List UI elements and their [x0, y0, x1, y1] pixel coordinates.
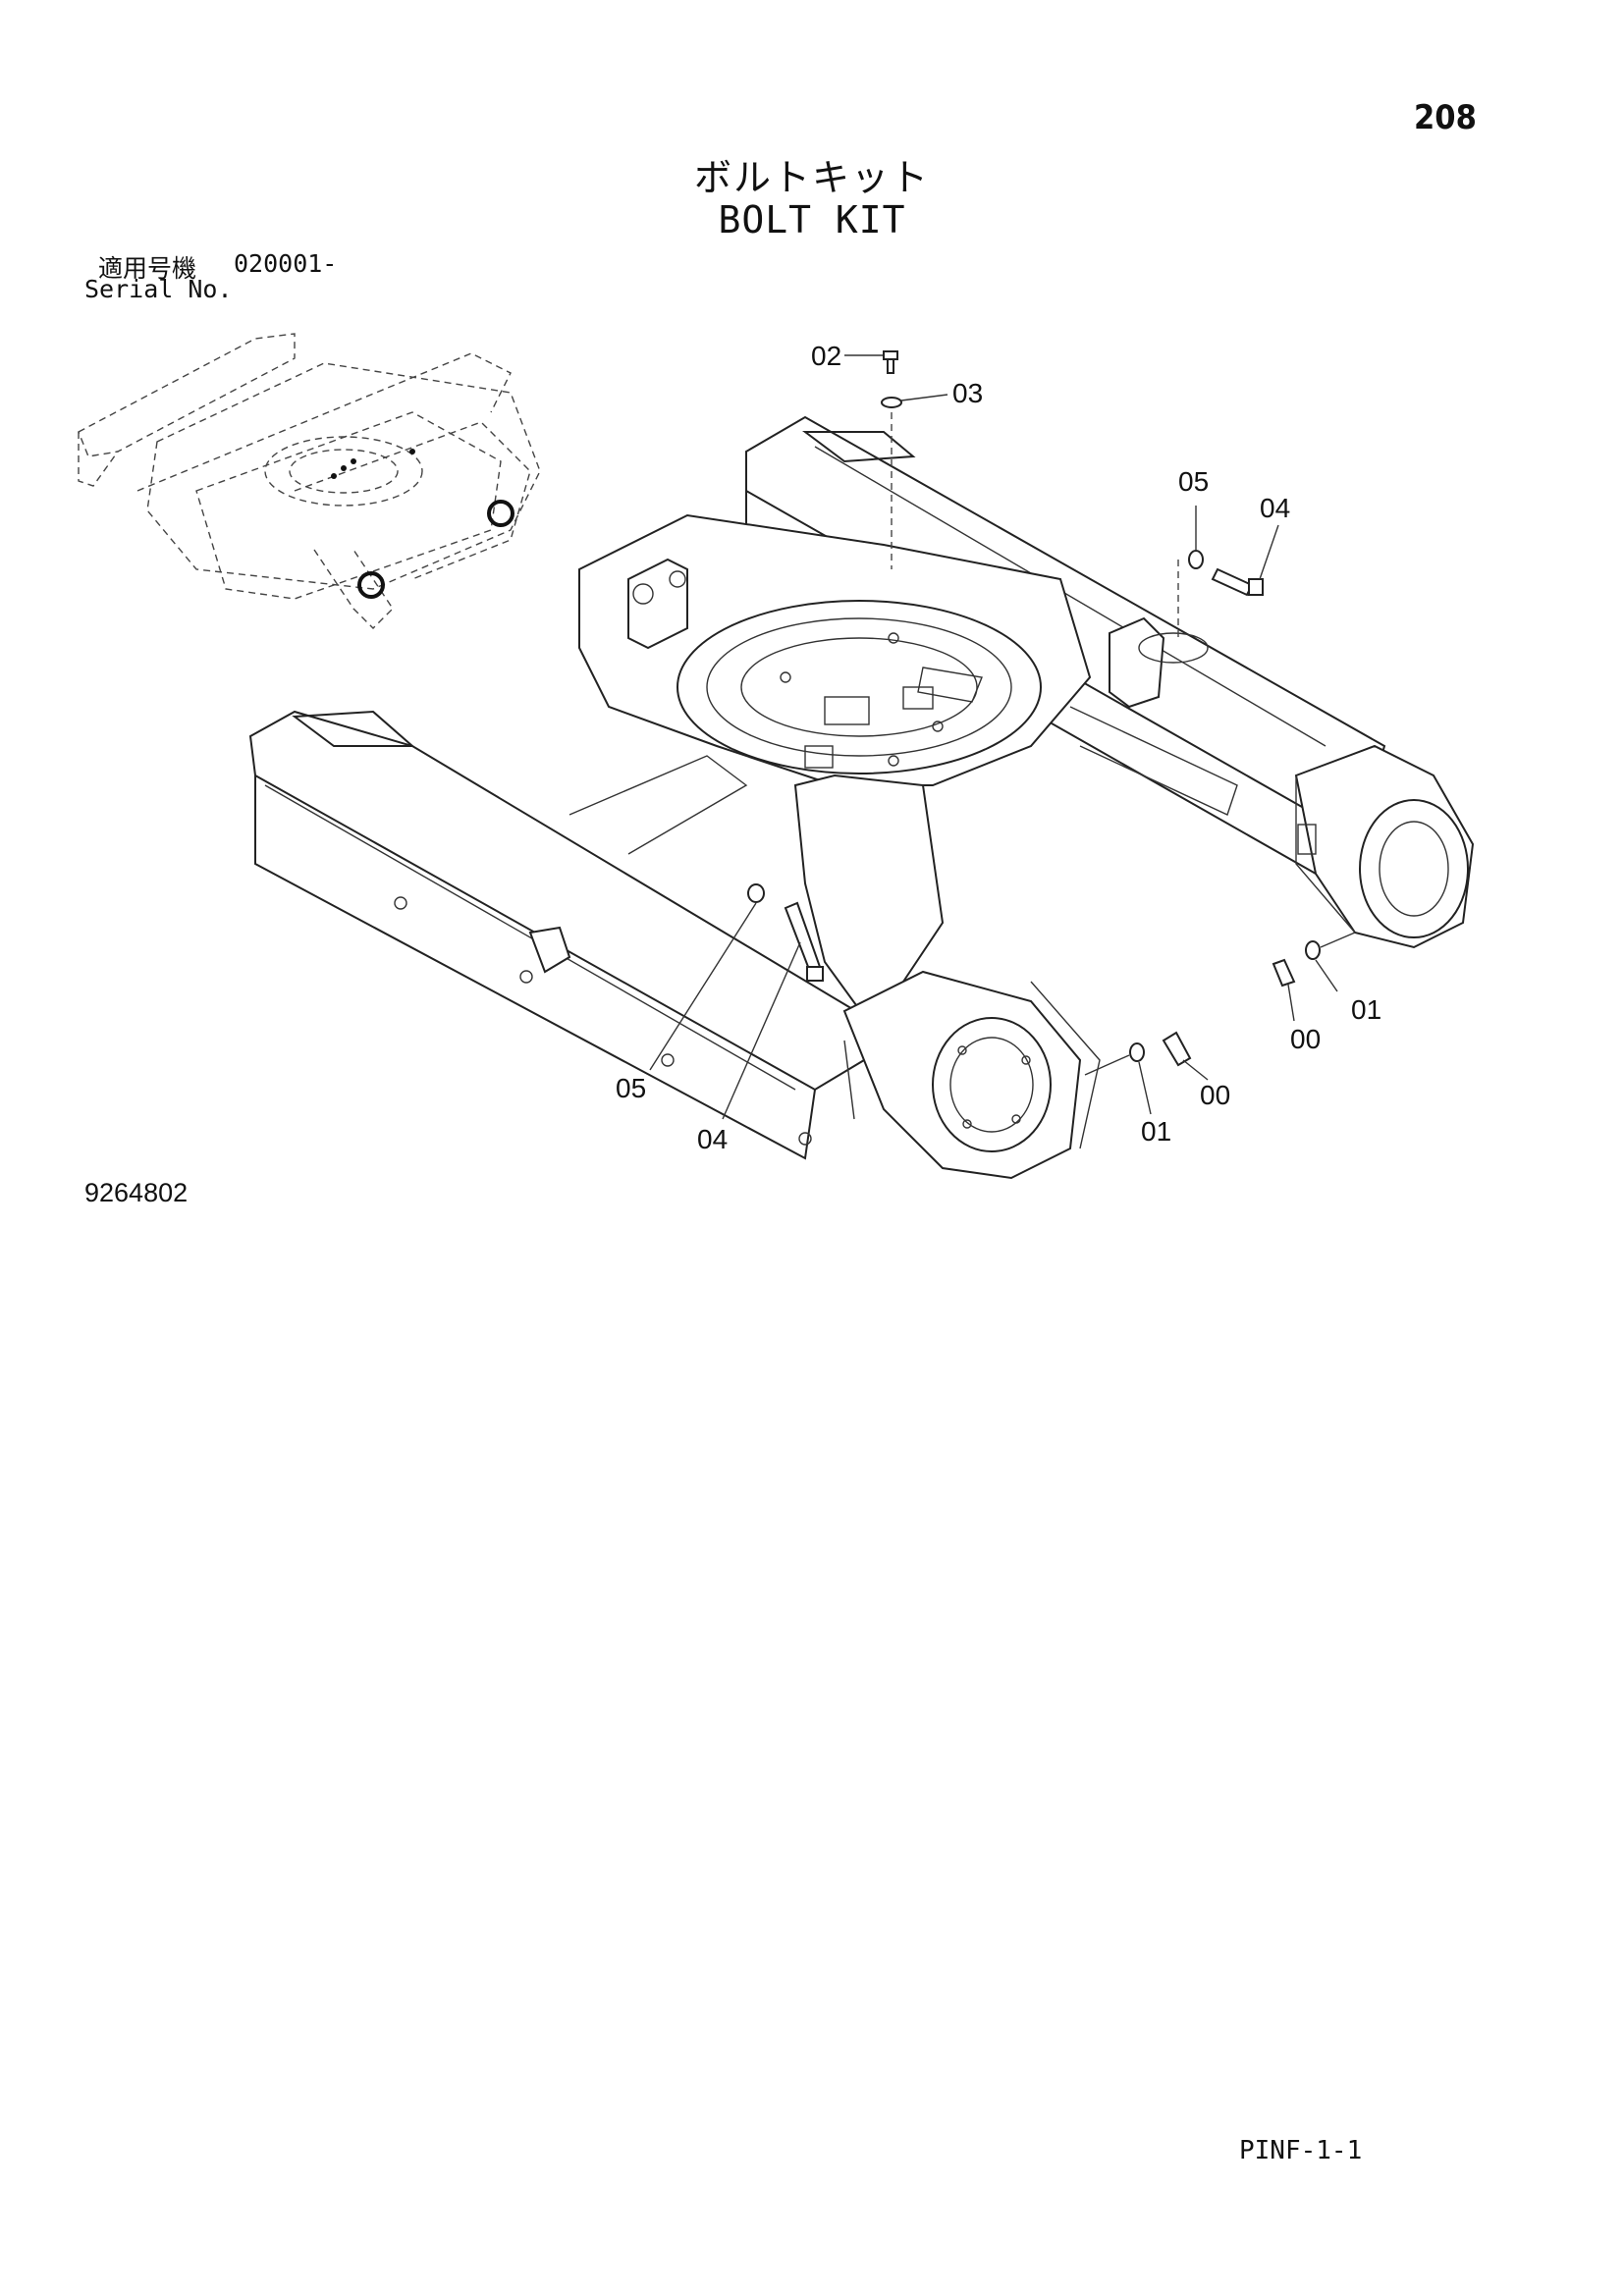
callout-00-right: 00: [1290, 1024, 1321, 1054]
callout-00-bottom: 00: [1200, 1080, 1230, 1110]
callout-01-right: 01: [1351, 994, 1381, 1025]
serial-label-english: Serial No.: [84, 275, 233, 303]
title-english: BOLT KIT: [718, 198, 906, 241]
fastener-group: [649, 350, 1356, 1120]
callout-04-top: 04: [1260, 493, 1290, 523]
page-number: 208: [1414, 98, 1477, 137]
undercarriage-exploded-drawing: 02 03 05 04 05 04 01 00 00 01: [78, 333, 1475, 1180]
inset-overview-drawing: [78, 333, 541, 629]
callout-05-left: 05: [616, 1073, 646, 1103]
footer-code: PINF-1-1: [1239, 2136, 1363, 2165]
serial-label-japanese: 適用号機: [98, 254, 197, 283]
callout-01-bottom: 01: [1141, 1116, 1171, 1147]
inset-highlight-icon: [331, 449, 514, 599]
figure-id: 9264802: [84, 1178, 189, 1207]
callout-04-left: 04: [697, 1124, 728, 1154]
callout-02: 02: [811, 341, 841, 371]
callout-03: 03: [952, 378, 983, 408]
title-japanese: ボルトキット: [693, 156, 930, 199]
frame-drawing: [248, 415, 1475, 1180]
callout-05-top: 05: [1178, 466, 1209, 497]
serial-value: 020001-: [234, 249, 338, 278]
